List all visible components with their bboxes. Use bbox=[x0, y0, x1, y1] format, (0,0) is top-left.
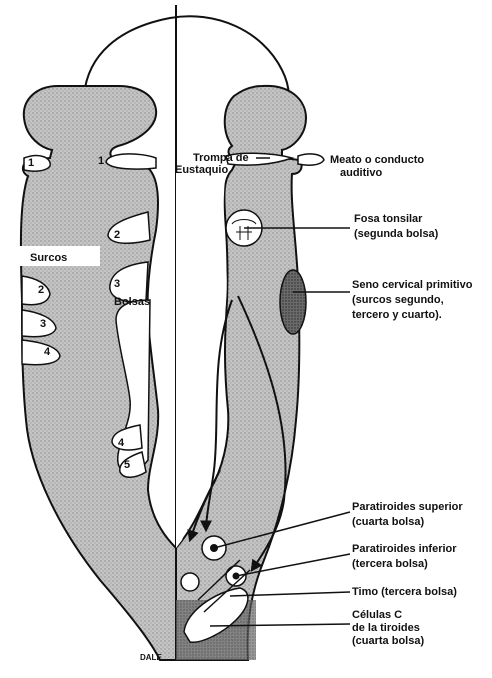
timo-label: Timo (tercera bolsa) bbox=[352, 586, 457, 598]
parainf-label-2: (tercera bolsa) bbox=[352, 558, 428, 570]
pouch-number-3: 3 bbox=[114, 278, 120, 290]
pouch-number-2: 2 bbox=[114, 229, 120, 241]
seno-label-1: Seno cervical primitivo bbox=[352, 279, 473, 291]
parasup-label-2: (cuarta bolsa) bbox=[352, 516, 424, 528]
cervical-sinus bbox=[280, 270, 306, 334]
artist-signature: DALE bbox=[140, 653, 162, 662]
fosa-label-2: (segunda bolsa) bbox=[354, 228, 439, 240]
seno-label-3: tercero y cuarto). bbox=[352, 309, 442, 321]
bolsas-label: Bolsas bbox=[114, 296, 150, 308]
right-number-1: 1 bbox=[98, 155, 104, 167]
surcos-label: Surcos bbox=[30, 252, 67, 264]
parasup-label-1: Paratiroides superior bbox=[352, 501, 463, 513]
celulas-label-2: de la tiroides bbox=[352, 622, 420, 634]
trompa-label-1: Trompa de bbox=[193, 152, 249, 164]
thymus-left bbox=[181, 573, 199, 591]
meato-label-2: auditivo bbox=[340, 167, 382, 179]
meato-label-1: Meato o conducto bbox=[330, 154, 424, 166]
groove-number-3: 3 bbox=[40, 318, 46, 330]
auditory-meatus bbox=[298, 154, 324, 165]
parainf-label-1: Paratiroides inferior bbox=[352, 543, 457, 555]
left-number-1: 1 bbox=[28, 157, 34, 169]
fosa-label-1: Fosa tonsilar bbox=[354, 213, 423, 225]
trompa-label-2: Eustaquio bbox=[175, 164, 228, 176]
celulas-label-3: (cuarta bolsa) bbox=[352, 635, 424, 647]
left-tissue bbox=[21, 86, 176, 660]
groove-number-2: 2 bbox=[38, 284, 44, 296]
pouch-number-4: 4 bbox=[118, 437, 125, 449]
groove-number-4: 4 bbox=[44, 346, 51, 358]
pouch-number-5: 5 bbox=[124, 459, 130, 471]
pouch-notch-1 bbox=[106, 154, 156, 169]
seno-label-2: (surcos segundo, bbox=[352, 294, 444, 306]
celulas-label-1: Células C bbox=[352, 609, 402, 621]
